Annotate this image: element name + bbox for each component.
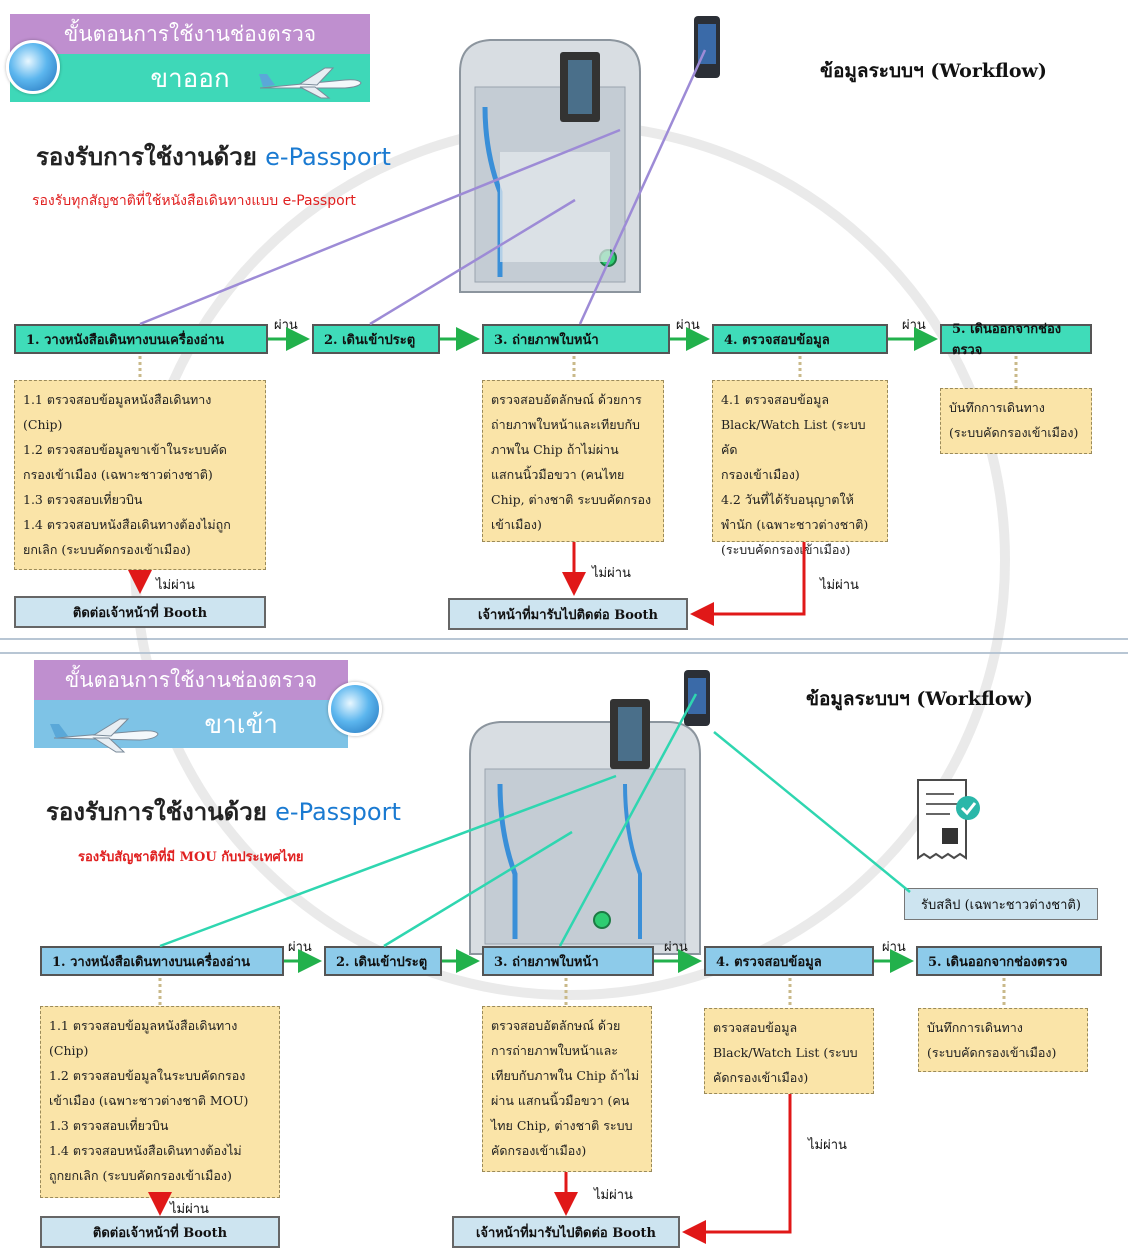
inbound-fail-label-1: ไม่ผ่าน [170, 1202, 209, 1217]
outbound-step-5: 5. เดินออกจากช่องตรวจ [940, 322, 1092, 358]
detail-line: ถ่ายภาพใบหน้าและเทียบกับ [491, 417, 640, 432]
outbound-detail-1: 1.1 ตรวจสอบข้อมูลหนังสือเดินทาง (Chip) 1… [14, 380, 266, 570]
outbound-support-title: รองรับการใช้งานด้วย e-Passport [36, 137, 391, 176]
face-camera-device [684, 670, 710, 726]
detail-line: เข้าเมือง (เฉพาะชาวต่างชาติ MOU) [49, 1093, 249, 1108]
outbound-support-note: รองรับทุกสัญชาติที่ใช้หนังสือเดินทางแบบ … [32, 193, 356, 209]
detail-line: กรองเข้าเมือง (เฉพาะชาวต่างชาติ) [23, 467, 213, 482]
detail-line: 1.3 ตรวจสอบเที่ยวบิน [49, 1118, 169, 1133]
inbound-detail-1: 1.1 ตรวจสอบข้อมูลหนังสือเดินทาง (Chip) 1… [40, 1006, 280, 1198]
detail-line: ถูกยกเลิก (ระบบคัดกรองเข้าเมือง) [49, 1168, 232, 1183]
detail-line: คัดกรองเข้าเมือง) [713, 1070, 809, 1085]
inbound-header-sub: ขาเข้า [34, 700, 348, 748]
detail-line: ยกเลิก (ระบบคัดกรองเข้าเมือง) [23, 542, 191, 557]
detail-line: (ระบบคัดกรองเข้าเมือง) [949, 425, 1079, 440]
detail-line: กรองเข้าเมือง) [721, 467, 800, 482]
detail-line: 1.2 ตรวจสอบข้อมูลในระบบคัดกรอง [49, 1068, 246, 1083]
detail-line: 1.3 ตรวจสอบเที่ยวบิน [23, 492, 143, 507]
inbound-detail-5: บันทึกการเดินทาง (ระบบคัดกรองเข้าเมือง) [918, 1008, 1088, 1072]
outbound-booth-left: ติดต่อเจ้าหน้าที่ Booth [14, 596, 266, 628]
outbound-booth-center: เจ้าหน้าที่มารับไปติดต่อ Booth [448, 598, 688, 630]
detail-line: คัดกรองเข้าเมือง) [491, 1143, 587, 1158]
outbound-support-prefix: รองรับการใช้งานด้วย [36, 143, 257, 171]
outbound-step-4: 4. ตรวจสอบข้อมูล [712, 324, 888, 354]
detail-line: 1.1 ตรวจสอบข้อมูลหนังสือเดินทาง [23, 392, 212, 407]
outbound-fail-label-1: ไม่ผ่าน [156, 578, 195, 593]
inbound-step-5: 5. เดินออกจากช่องตรวจ [916, 946, 1102, 976]
detail-line: 1.4 ตรวจสอบหนังสือเดินทางต้องไม่ถูก [23, 517, 231, 532]
inbound-slip-box: รับสลิป (เฉพาะชาวต่างชาติ) [904, 888, 1098, 920]
receipt-icon [917, 779, 980, 860]
inbound-step-3: 3. ถ่ายภาพใบหน้า [482, 946, 654, 976]
detail-line: 1.1 ตรวจสอบข้อมูลหนังสือเดินทาง [49, 1018, 238, 1033]
inbound-booth-center: เจ้าหน้าที่มารับไปติดต่อ Booth [452, 1216, 680, 1248]
outbound-detail-3: ตรวจสอบอัตลักษณ์ ด้วยการ ถ่ายภาพใบหน้าแล… [482, 380, 664, 542]
outbound-workflow-title: ข้อมูลระบบฯ (Workflow) [820, 60, 1047, 82]
detail-line: 1.4 ตรวจสอบหนังสือเดินทางต้องไม่ [49, 1143, 242, 1158]
outbound-fail-label-3: ไม่ผ่าน [592, 566, 631, 581]
outbound-fail-label-4: ไม่ผ่าน [820, 578, 859, 593]
globe-icon [6, 40, 60, 94]
detail-line: (Chip) [49, 1043, 89, 1058]
detail-line: (ระบบคัดกรองเข้าเมือง) [721, 542, 851, 557]
detail-line: ไทย Chip, ต่างชาติ ระบบ [491, 1118, 633, 1133]
detail-line: ตรวจสอบข้อมูล [713, 1020, 798, 1035]
detail-line: เทียบกับภาพใน Chip ถ้าไม่ [491, 1068, 640, 1083]
detail-line: 4.2 วันที่ได้รับอนุญาตให้ [721, 492, 854, 507]
airplane-icon [50, 718, 159, 753]
outbound-header-top: ขั้นตอนการใช้งานช่องตรวจ [10, 14, 370, 54]
inbound-header-sub-text: ขาเข้า [204, 709, 278, 740]
outbound-detail-5: บันทึกการเดินทาง (ระบบคัดกรองเข้าเมือง) [940, 388, 1092, 454]
outbound-connectors [128, 49, 1018, 626]
detail-line: Black/Watch List (ระบบ [713, 1045, 858, 1060]
inbound-booth-left: ติดต่อเจ้าหน้าที่ Booth [40, 1216, 280, 1248]
detail-line: เข้าเมือง) [491, 517, 542, 532]
detail-line: (Chip) [23, 417, 63, 432]
detail-line: Chip, ต่างชาติ ระบบคัดกรอง [491, 492, 652, 507]
detail-line: บันทึกการเดินทาง [927, 1020, 1023, 1035]
inbound-header-top: ขั้นตอนการใช้งานช่องตรวจ [34, 660, 348, 700]
outbound-detail-4: 4.1 ตรวจสอบข้อมูล Black/Watch List (ระบบ… [712, 380, 888, 557]
inbound-step-1: 1. วางหนังสือเดินทางบนเครื่องอ่าน [40, 946, 284, 976]
outbound-step-2: 2. เดินเข้าประตู [312, 324, 440, 354]
outbound-step-3: 3. ถ่ายภาพใบหน้า [482, 324, 670, 354]
detail-line: พำนัก (เฉพาะชาวต่างชาติ) [721, 517, 869, 532]
inbound-support-title: รองรับการใช้งานด้วย e-Passport [46, 792, 401, 831]
globe-icon [328, 682, 382, 736]
inbound-support-prefix: รองรับการใช้งานด้วย [46, 798, 267, 826]
detail-line: ภาพใน Chip ถ้าไม่ผ่าน [491, 442, 619, 457]
inbound-step-4: 4. ตรวจสอบข้อมูล [704, 946, 874, 976]
outbound-step-1: 1. วางหนังสือเดินทางบนเครื่องอ่าน [14, 324, 268, 354]
inbound-fail-label-4: ไม่ผ่าน [808, 1138, 847, 1153]
outbound-support-epassport: e-Passport [265, 143, 391, 171]
detail-line: 1.2 ตรวจสอบข้อมูลขาเข้าในระบบคัด [23, 442, 227, 457]
inbound-support-epassport: e-Passport [275, 798, 401, 826]
outbound-header-sub-text: ขาออก [150, 63, 230, 94]
detail-line: ตรวจสอบอัตลักษณ์ ด้วยการ [491, 392, 642, 407]
egate-machine [469, 699, 701, 955]
inbound-step-2: 2. เดินเข้าประตู [324, 946, 442, 976]
inbound-workflow-title: ข้อมูลระบบฯ (Workflow) [806, 688, 1033, 710]
inbound-connectors [148, 693, 1006, 1244]
inbound-support-note: รองรับสัญชาติที่มี MOU กับประเทศไทย [78, 850, 304, 865]
detail-line: ผ่าน แสกนนิ้วมือขวา (คน [491, 1093, 630, 1108]
inbound-detail-4: ตรวจสอบข้อมูล Black/Watch List (ระบบ คัด… [704, 1008, 874, 1094]
detail-line: การถ่ายภาพใบหน้าและ [491, 1043, 618, 1058]
detail-line: 4.1 ตรวจสอบข้อมูล [721, 392, 830, 407]
detail-line: แสกนนิ้วมือขวา (คนไทย [491, 467, 625, 482]
detail-line: บันทึกการเดินทาง [949, 400, 1045, 415]
detail-line: ตรวจสอบอัตลักษณ์ ด้วย [491, 1018, 621, 1033]
inbound-fail-label-3: ไม่ผ่าน [594, 1188, 633, 1203]
detail-line: Black/Watch List (ระบบคัด [721, 417, 866, 457]
inbound-detail-3: ตรวจสอบอัตลักษณ์ ด้วย การถ่ายภาพใบหน้าแล… [482, 1006, 652, 1172]
detail-line: (ระบบคัดกรองเข้าเมือง) [927, 1045, 1057, 1060]
egate-machine [459, 39, 641, 293]
outbound-panel: ขั้นตอนการใช้งานช่องตรวจ ขาออก ข้อมูลระบ… [0, 14, 1128, 1000]
inbound-panel: ขั้นตอนการใช้งานช่องตรวจ ขาเข้า ข้อมูลระ… [0, 652, 1128, 1258]
airplane-icon [259, 67, 362, 99]
